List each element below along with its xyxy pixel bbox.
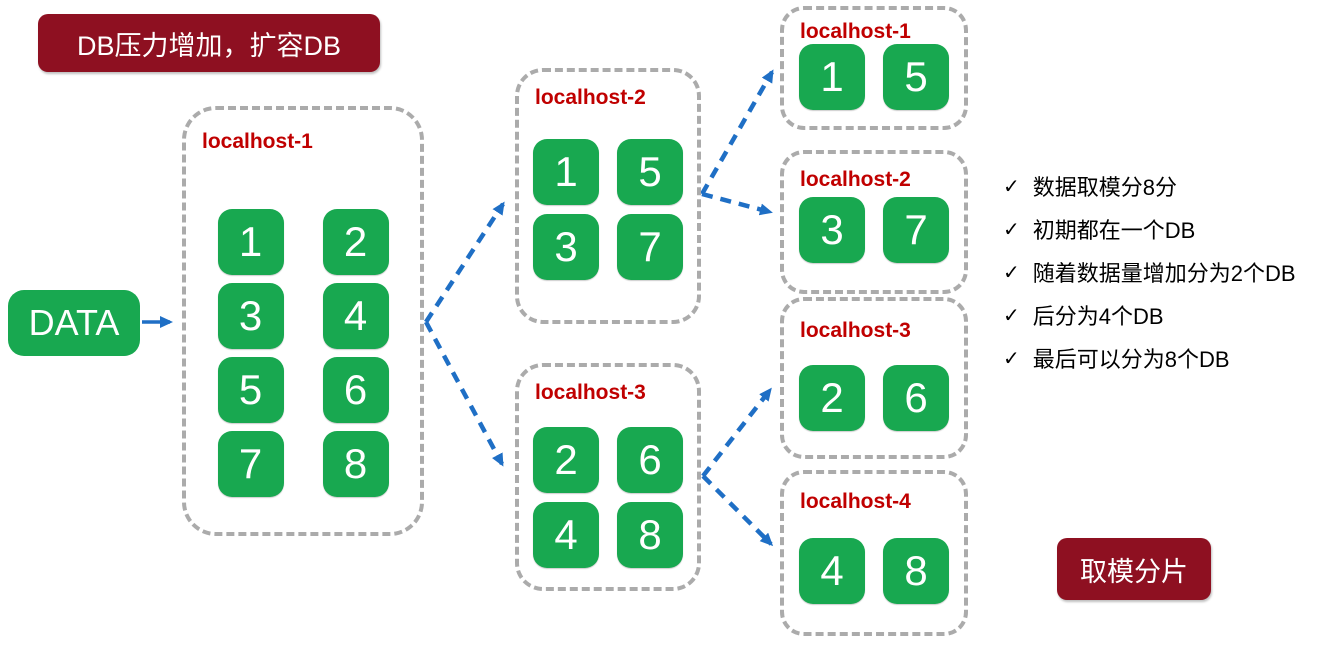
shard-6: 6 <box>322 357 389 423</box>
checkmark-icon: ✓ <box>1003 305 1020 327</box>
host-label: localhost-4 <box>800 490 911 513</box>
shard-4: 4 <box>322 283 389 349</box>
caption-banner: 取模分片 <box>1057 538 1211 600</box>
shard-1: 1 <box>799 44 865 110</box>
shard-grid: 2 6 <box>784 365 964 431</box>
note-text: 随着数据量增加分为2个DB <box>1032 261 1296 286</box>
host-label: localhost-3 <box>800 319 911 342</box>
host-box-stage3-localhost-2: localhost-2 3 7 <box>780 150 968 294</box>
host-label: localhost-1 <box>800 20 911 43</box>
shard-6: 6 <box>883 365 949 431</box>
shard-8: 8 <box>322 431 389 497</box>
shard-1: 1 <box>217 209 284 275</box>
shard-8: 8 <box>883 538 949 604</box>
arrow-stage1-to-localhost3 <box>424 320 504 467</box>
shard-grid: 3 7 <box>784 197 964 263</box>
arrow-localhost3-to-r4 <box>701 474 774 547</box>
shard-4: 4 <box>799 538 865 604</box>
host-box-stage1-localhost-1: localhost-1 1 2 3 4 5 6 7 8 <box>182 106 424 536</box>
host-box-stage3-localhost-1: localhost-1 1 5 <box>780 6 968 130</box>
note-text: 最后可以分为8个DB <box>1032 347 1230 372</box>
checkmark-icon: ✓ <box>1003 176 1020 198</box>
title-banner-label: DB压力增加，扩容DB <box>76 30 341 61</box>
host-label: localhost-2 <box>535 86 646 109</box>
shard-grid: 1 2 3 4 5 6 7 8 <box>186 209 420 497</box>
checkmark-icon: ✓ <box>1003 262 1020 284</box>
shard-5: 5 <box>883 44 949 110</box>
checkmark-icon: ✓ <box>1003 348 1020 370</box>
host-box-stage3-localhost-4: localhost-4 4 8 <box>780 470 968 636</box>
title-banner: DB压力增加，扩容DB <box>38 14 380 72</box>
shard-grid: 2 6 4 8 <box>519 427 697 568</box>
note-text: 后分为4个DB <box>1032 304 1164 329</box>
notes-list: ✓ 数据取模分8分 ✓ 初期都在一个DB ✓ 随着数据量增加分为2个DB ✓ 后… <box>1003 176 1328 371</box>
shard-4: 4 <box>533 502 599 568</box>
shard-grid: 1 5 <box>784 44 964 110</box>
host-box-stage3-localhost-3: localhost-3 2 6 <box>780 297 968 459</box>
shard-3: 3 <box>533 214 599 280</box>
arrow-stage1-to-localhost2 <box>424 201 505 324</box>
host-label: localhost-2 <box>800 168 911 191</box>
note-item: ✓ 最后可以分为8个DB <box>1003 348 1328 371</box>
note-item: ✓ 随着数据量增加分为2个DB <box>1003 262 1328 285</box>
shard-7: 7 <box>217 431 284 497</box>
shard-grid: 4 8 <box>784 538 964 604</box>
shard-8: 8 <box>617 502 683 568</box>
caption-banner-label: 取模分片 <box>1080 556 1188 587</box>
host-label: localhost-3 <box>535 381 646 404</box>
shard-7: 7 <box>883 197 949 263</box>
shard-5: 5 <box>217 357 284 423</box>
note-text: 数据取模分8分 <box>1032 175 1178 200</box>
data-node: DATA <box>8 290 140 356</box>
shard-7: 7 <box>617 214 683 280</box>
shard-3: 3 <box>799 197 865 263</box>
arrow-localhost3-to-r3 <box>701 387 772 478</box>
shard-2: 2 <box>533 427 599 493</box>
shard-grid: 1 5 3 7 <box>519 139 697 280</box>
note-item: ✓ 初期都在一个DB <box>1003 219 1328 242</box>
note-item: ✓ 数据取模分8分 <box>1003 176 1328 199</box>
shard-1: 1 <box>533 139 599 205</box>
note-item: ✓ 后分为4个DB <box>1003 305 1328 328</box>
shard-2: 2 <box>799 365 865 431</box>
host-box-stage2-localhost-2: localhost-2 1 5 3 7 <box>515 68 701 324</box>
shard-6: 6 <box>617 427 683 493</box>
shard-2: 2 <box>322 209 389 275</box>
note-text: 初期都在一个DB <box>1032 218 1196 243</box>
checkmark-icon: ✓ <box>1003 219 1020 241</box>
arrow-localhost2-to-r2 <box>701 191 773 216</box>
shard-5: 5 <box>617 139 683 205</box>
host-box-stage2-localhost-3: localhost-3 2 6 4 8 <box>515 363 701 591</box>
arrow-localhost2-to-r1 <box>700 69 774 196</box>
host-label: localhost-1 <box>202 130 313 153</box>
data-node-label: DATA <box>28 302 120 343</box>
shard-3: 3 <box>217 283 284 349</box>
